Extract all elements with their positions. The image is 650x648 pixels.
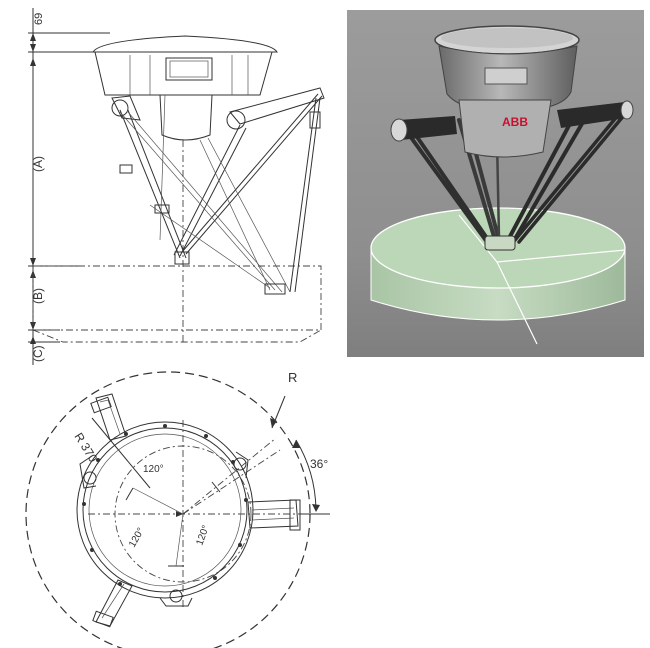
- arms-top-view: [90, 393, 301, 628]
- top-view-drawing: R R 370 36° 120° 120° 120°: [25, 370, 330, 648]
- angle-36-label: 36°: [310, 457, 328, 471]
- reach-circle: [25, 371, 311, 648]
- side-view-drawing: 69 (A) (B) (C): [28, 8, 325, 365]
- robot-arms-side: [111, 87, 325, 295]
- radius-label: R: [288, 370, 297, 385]
- angle-120-top-label: 120°: [143, 464, 164, 475]
- workspace-outline: [32, 140, 322, 345]
- brand-logo: ABB: [502, 115, 528, 129]
- angle-120-left-label: 120°: [127, 526, 147, 549]
- radius-370-label: R 370: [71, 430, 100, 465]
- robot-housing-render: ABB: [434, 25, 580, 158]
- robot-housing-side: [92, 35, 278, 141]
- robot-render-view: ABB: [347, 10, 644, 357]
- dim-a-label: (A): [31, 156, 45, 172]
- dim-top-label: 69: [33, 13, 45, 25]
- angle-120-right-label: 120°: [194, 524, 211, 547]
- dim-c-label: (C): [31, 345, 45, 362]
- dim-b-label: (B): [31, 288, 45, 304]
- housing-top-view: [76, 421, 254, 607]
